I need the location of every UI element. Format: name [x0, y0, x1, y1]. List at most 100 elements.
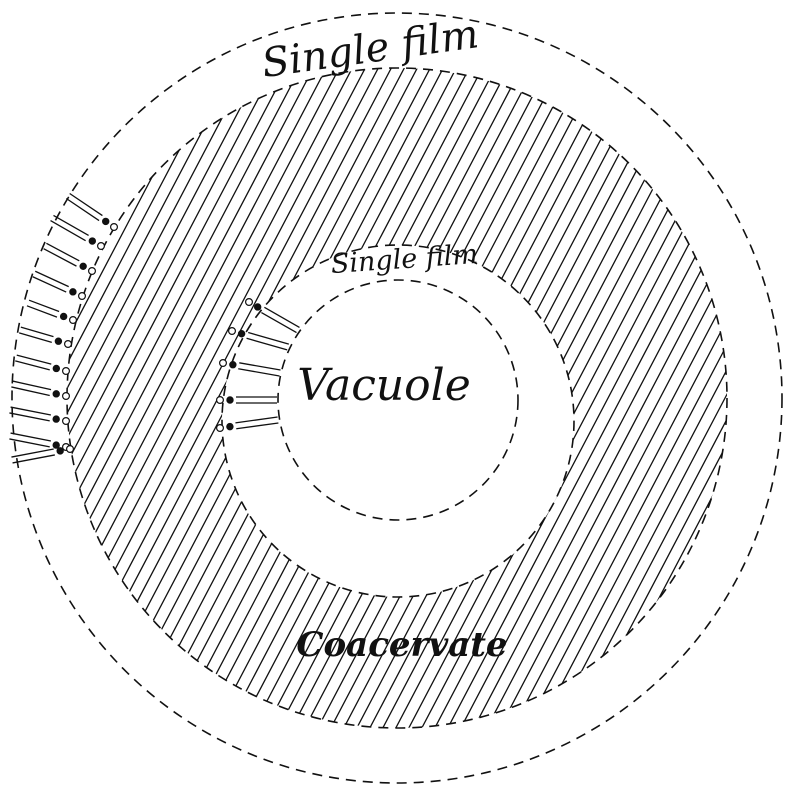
hatch-line [0, 0, 310, 797]
hatch-line [644, 0, 785, 797]
molecule-head-open [65, 341, 72, 348]
amphiphile-molecule [27, 300, 76, 323]
molecule-head-open [63, 418, 70, 425]
molecule-head-filled [230, 362, 236, 368]
molecule-head-open [79, 293, 86, 300]
hatch-line [501, 0, 785, 797]
amphiphile-molecule [19, 327, 71, 347]
molecule-tail [11, 381, 51, 395]
hatch-line [657, 0, 785, 797]
hatch-line [0, 0, 11, 797]
hatch-line [605, 0, 785, 797]
molecule-head-filled [53, 391, 59, 397]
hatch-line [722, 0, 785, 797]
amphiphile-molecule [246, 299, 300, 333]
hatch-line [0, 0, 193, 797]
hatch-line [0, 0, 245, 797]
hatch-line [579, 0, 785, 797]
amphiphile-molecule [44, 243, 96, 274]
molecule-head-filled [227, 423, 233, 429]
molecule-head-filled [70, 289, 76, 295]
molecule-tail [27, 300, 59, 317]
molecule-head-filled [53, 442, 59, 448]
hatch-line [423, 0, 785, 797]
molecule-tail [236, 397, 277, 403]
amphiphile-molecule [15, 355, 69, 374]
molecule-head-open [67, 446, 74, 453]
molecule-tail [247, 333, 289, 350]
molecule-head-open [229, 328, 236, 335]
amphiphile-molecule [9, 407, 69, 424]
molecule-tail [235, 417, 278, 429]
molecule-head-filled [60, 313, 66, 319]
hatch-line [449, 0, 785, 797]
hatch-line [0, 0, 206, 797]
hatch-line [0, 0, 89, 797]
inner-film-molecules [217, 299, 300, 432]
molecule-head-filled [103, 218, 109, 224]
hatch-line [0, 0, 167, 797]
amphiphile-molecule [229, 328, 289, 350]
hatch-line [0, 0, 323, 797]
molecule-head-filled [53, 365, 59, 371]
hatch-line [0, 0, 297, 797]
molecule-head-filled [53, 416, 59, 422]
molecule-head-filled [254, 304, 260, 310]
hatch-line [553, 0, 785, 797]
coacervate-label: Coacervate [296, 625, 507, 665]
hatch-line [0, 0, 141, 797]
molecule-head-open [111, 224, 118, 231]
inner-film-label: Single film [330, 239, 479, 280]
hatch-line [0, 0, 50, 797]
molecule-tail [238, 363, 280, 376]
molecule-head-open [217, 425, 224, 432]
amphiphile-molecule [51, 215, 105, 249]
molecule-tail [33, 271, 69, 292]
molecule-head-filled [57, 448, 63, 454]
molecule-head-filled [227, 397, 233, 403]
hatch-line [0, 0, 102, 797]
amphiphile-molecule [217, 417, 279, 431]
hatch-line [514, 0, 785, 797]
hatch-line [618, 0, 785, 797]
molecule-head-open [220, 360, 227, 367]
molecule-tail [19, 327, 53, 342]
hatch-line [0, 0, 219, 797]
hatch-line [774, 0, 785, 797]
molecule-head-open [70, 317, 77, 324]
hatch-line [462, 0, 785, 797]
hatch-line [436, 0, 785, 797]
molecule-head-filled [89, 238, 95, 244]
molecule-tail [261, 307, 299, 332]
amphiphile-molecule [33, 271, 86, 299]
hatch-line [735, 0, 785, 797]
hatch-line [0, 0, 63, 797]
hatch-line [0, 0, 115, 797]
hatch-line [566, 0, 785, 797]
molecule-head-open [98, 243, 105, 250]
molecule-tail [15, 355, 51, 370]
molecule-tail [44, 243, 80, 266]
amphiphile-molecule [217, 397, 277, 404]
molecule-head-filled [55, 338, 61, 344]
amphiphile-molecule [11, 381, 69, 399]
vacuole-label: Vacuole [297, 360, 471, 411]
molecule-head-open [63, 368, 70, 375]
molecule-head-open [217, 397, 224, 404]
hatch-line [709, 0, 785, 797]
hatch-line [748, 0, 785, 797]
hatch-line [475, 0, 785, 797]
hatch-line [0, 0, 37, 797]
outer-film-label: Single film [259, 11, 481, 87]
hatch-line [631, 0, 785, 797]
molecule-head-filled [238, 331, 244, 337]
molecule-head-open [89, 268, 96, 275]
hatch-line [0, 0, 232, 797]
molecule-head-filled [80, 263, 86, 269]
molecule-tail [66, 194, 102, 221]
molecule-tail [9, 407, 50, 421]
inner-single-film-boundary [222, 245, 574, 597]
amphiphile-molecule [66, 194, 117, 231]
hatch-line [696, 0, 785, 797]
molecule-head-open [63, 393, 70, 400]
